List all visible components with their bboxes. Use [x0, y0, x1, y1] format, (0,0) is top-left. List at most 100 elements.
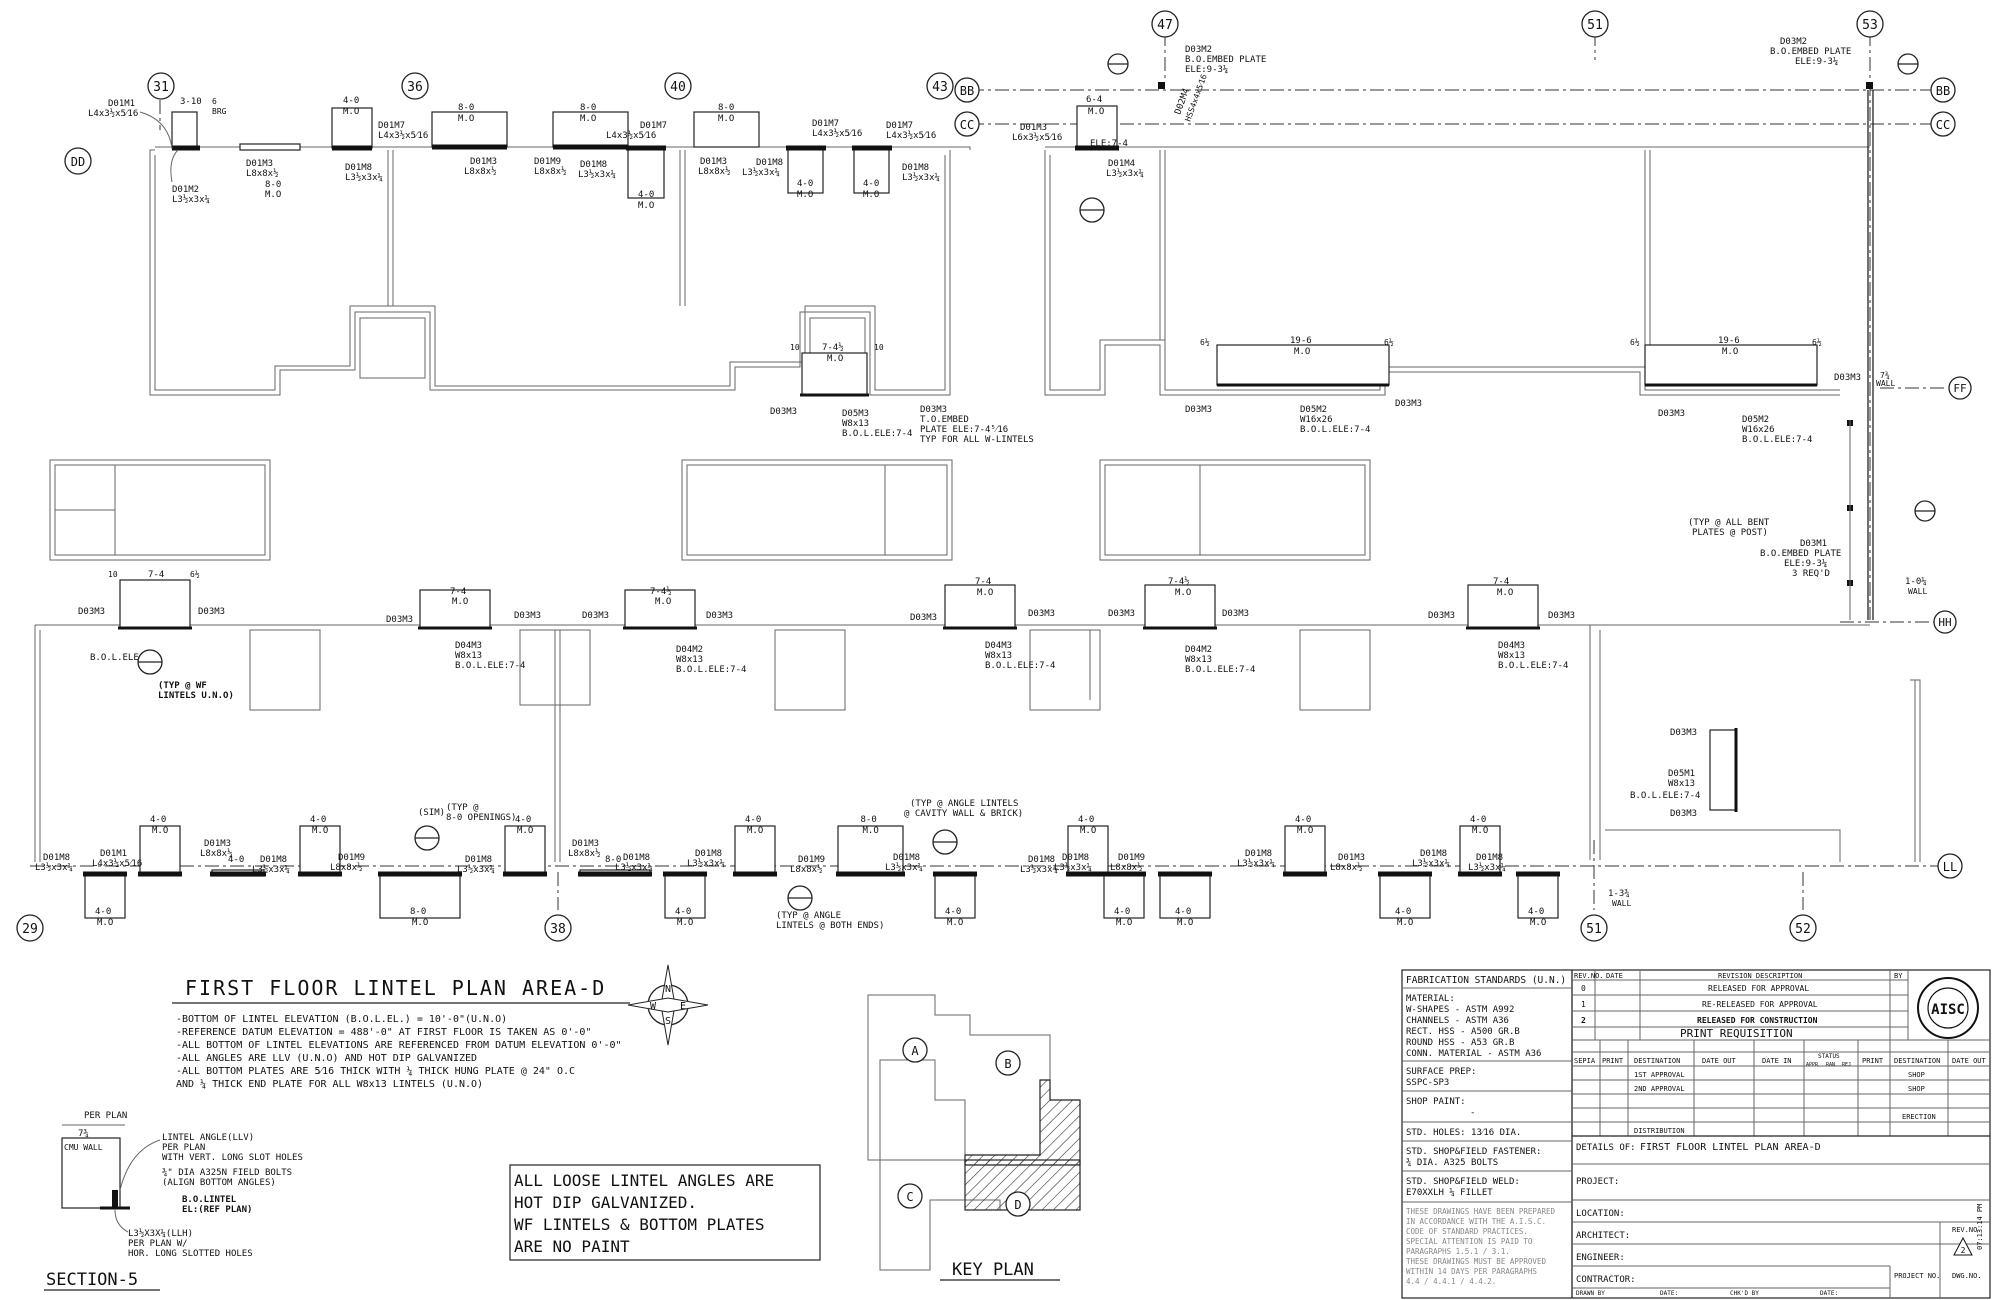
- span-label: 4-0: [745, 815, 761, 825]
- svg-text:W8x13: W8x13: [1498, 651, 1525, 661]
- svg-text:DATE OUT: DATE OUT: [1702, 1057, 1737, 1065]
- svg-text:-BOTTOM OF LINTEL ELEVATION (B: -BOTTOM OF LINTEL ELEVATION (B.O.L.EL.) …: [176, 1014, 507, 1025]
- svg-text:RELEASED FOR APPROVAL: RELEASED FOR APPROVAL: [1708, 984, 1809, 993]
- svg-text:L3½X3X¼(LLH): L3½X3X¼(LLH): [128, 1228, 193, 1239]
- svg-text:STATUS: STATUS: [1818, 1053, 1840, 1060]
- mo-label: M.O: [412, 918, 428, 928]
- svg-text:M.O: M.O: [638, 201, 654, 211]
- section-marker-8: [787, 885, 813, 911]
- mo-label: M.O: [1530, 918, 1546, 928]
- key-plan: A B C D KEY PLAN: [867, 994, 1081, 1281]
- svg-text:6½: 6½: [1200, 337, 1210, 347]
- svg-text:W16x26: W16x26: [1742, 425, 1775, 435]
- svg-text:43: 43: [932, 80, 948, 95]
- svg-text:SPECIAL ATTENTION IS PAID TO: SPECIAL ATTENTION IS PAID TO: [1406, 1237, 1533, 1246]
- drawing-details: DETAILS OF: FIRST FLOOR LINTEL PLAN AREA…: [1572, 1135, 1990, 1298]
- grid-bubble-BB-left: BB: [954, 77, 980, 103]
- svg-text:D03M3: D03M3: [1428, 611, 1455, 621]
- svg-text:SSPC-SP3: SSPC-SP3: [1406, 1078, 1449, 1088]
- svg-text:2: 2: [1581, 1016, 1586, 1025]
- lintel-mark: D01M3: [204, 839, 231, 849]
- svg-text:19-6: 19-6: [1718, 336, 1740, 346]
- svg-text:7-4: 7-4: [1493, 577, 1509, 587]
- svg-text:DESTINATION: DESTINATION: [1634, 1057, 1680, 1065]
- lintel-size: L3½x3x¼: [885, 862, 923, 873]
- svg-text:38: 38: [550, 922, 566, 937]
- svg-text:WITH VERT. LONG SLOT HOLES: WITH VERT. LONG SLOT HOLES: [162, 1153, 303, 1163]
- svg-text:RECT. HSS - A500 GR.B: RECT. HSS - A500 GR.B: [1406, 1027, 1520, 1037]
- svg-text:W8x13: W8x13: [676, 655, 703, 665]
- svg-text:8-0: 8-0: [718, 103, 734, 113]
- svg-text:-: -: [1470, 1108, 1475, 1118]
- lintel-opening: [1459, 825, 1501, 875]
- svg-text:B.O.L.ELE:7-4: B.O.L.ELE:7-4: [676, 665, 746, 675]
- svg-text:¾" DIA A325N FIELD BOLTS: ¾" DIA A325N FIELD BOLTS: [162, 1168, 292, 1178]
- svg-text:TYP FOR ALL W-LINTELS: TYP FOR ALL W-LINTELS: [920, 435, 1034, 445]
- title-block: FABRICATION STANDARDS (U.N.) MATERIAL: W…: [1401, 969, 1991, 1299]
- section-marker-5: [137, 649, 163, 675]
- svg-text:7-4½: 7-4½: [1168, 576, 1190, 587]
- lintel-size: L4x3½x5⁄16: [92, 858, 142, 869]
- svg-text:6: 6: [212, 97, 217, 106]
- svg-text:D04M2: D04M2: [676, 645, 703, 655]
- svg-text:BB: BB: [960, 84, 974, 98]
- svg-text:L6x3½x5⁄16: L6x3½x5⁄16: [1012, 132, 1062, 143]
- svg-text:D03M3: D03M3: [1028, 609, 1055, 619]
- svg-text:10: 10: [790, 343, 800, 352]
- svg-text:ELE:9-3¼: ELE:9-3¼: [1795, 57, 1838, 67]
- mo-label: M.O: [863, 826, 879, 836]
- span-label: 4-0: [1114, 907, 1130, 917]
- lintel-size: L3½x3x¼: [1468, 862, 1506, 873]
- svg-text:WALL: WALL: [1612, 899, 1631, 908]
- lintel-mark: D01M9: [338, 853, 365, 863]
- grid-bubble-52: 52: [1789, 914, 1817, 942]
- svg-text:ENGINEER:: ENGINEER:: [1576, 1253, 1625, 1263]
- svg-text:D03M3: D03M3: [920, 405, 947, 415]
- lintel-mark: D01M8: [260, 855, 287, 865]
- svg-text:D03M3: D03M3: [1670, 809, 1697, 819]
- svg-text:HOT DIP GALVANIZED.: HOT DIP GALVANIZED.: [514, 1193, 697, 1212]
- svg-text:6½: 6½: [190, 569, 200, 579]
- svg-text:D: D: [1014, 1198, 1021, 1212]
- svg-text:LOCATION:: LOCATION:: [1576, 1209, 1625, 1219]
- svg-text:D01M8: D01M8: [345, 163, 372, 173]
- svg-text:SEPIA: SEPIA: [1574, 1057, 1596, 1065]
- svg-text:A: A: [911, 1044, 919, 1058]
- svg-text:T.O.EMBED: T.O.EMBED: [920, 415, 969, 425]
- lintel-d04m2: 7-4½ M.O D03M3 D03M3 D04M2 W8x13 B.O.L.E…: [582, 586, 746, 675]
- svg-text:1-3¾: 1-3¾: [1608, 889, 1630, 899]
- span-label: 4-0: [1078, 815, 1094, 825]
- paint-note-box: ALL LOOSE LINTEL ANGLES ARE HOT DIP GALV…: [509, 1164, 821, 1261]
- svg-text:D04M2: D04M2: [1185, 645, 1212, 655]
- svg-text:L3½x3x¼: L3½x3x¼: [742, 167, 780, 178]
- svg-text:STD. SHOP&FIELD WELD:: STD. SHOP&FIELD WELD:: [1406, 1177, 1520, 1187]
- svg-text:DATE:: DATE:: [1820, 1290, 1838, 1297]
- svg-text:THESE DRAWINGS HAVE BEEN PREP: THESE DRAWINGS HAVE BEEN PREPARED: [1406, 1207, 1555, 1216]
- svg-text:W-SHAPES - ASTM A992: W-SHAPES - ASTM A992: [1406, 1005, 1514, 1015]
- svg-text:FIRST FLOOR LINTEL PLAN AREA-D: FIRST FLOOR LINTEL PLAN AREA-D: [1640, 1142, 1821, 1153]
- grid-bubble-53: 53: [1856, 10, 1884, 38]
- lintels-wf-middle-row: 10 7-4 6½ D03M3 D03M3 B.O.L.ELE:7-4 (TYP…: [78, 569, 1738, 819]
- mo-label: M.O: [517, 826, 533, 836]
- grid-bubbles: 31 36 40 43 47 51 53 DD BB CC BB CC FF H…: [16, 10, 1972, 942]
- lintel-mark: D01M9: [798, 855, 825, 865]
- lintel-size: L8x8x½: [330, 862, 363, 873]
- svg-text:7¾: 7¾: [78, 1129, 89, 1139]
- svg-text:CODE OF STANDARD PRACTICES.: CODE OF STANDARD PRACTICES.: [1406, 1227, 1528, 1236]
- span-label: 8-0: [410, 907, 426, 917]
- svg-text:4.4 / 4.4.1 / 4.4.2.: 4.4 / 4.4.1 / 4.4.2.: [1406, 1277, 1496, 1286]
- svg-text:RE-RELEASED FOR APPROVAL: RE-RELEASED FOR APPROVAL: [1702, 1000, 1818, 1009]
- svg-text:L4x3½x5⁄16: L4x3½x5⁄16: [812, 128, 862, 139]
- lintel-mark: D01M8: [1062, 853, 1089, 863]
- svg-text:DATE OUT: DATE OUT: [1952, 1057, 1987, 1065]
- svg-text:D04M3: D04M3: [455, 641, 482, 651]
- lintel-size: L3½x3x¼: [457, 864, 495, 875]
- svg-text:REV.NO.: REV.NO.: [1574, 972, 1604, 980]
- svg-text:B.O.L.ELE:7-4: B.O.L.ELE:7-4: [842, 429, 912, 439]
- svg-text:SECTION-5: SECTION-5: [46, 1270, 138, 1290]
- svg-text:PLATE ELE:7-4⁵⁄16: PLATE ELE:7-4⁵⁄16: [920, 425, 1008, 435]
- svg-text:7-4½: 7-4½: [822, 342, 844, 353]
